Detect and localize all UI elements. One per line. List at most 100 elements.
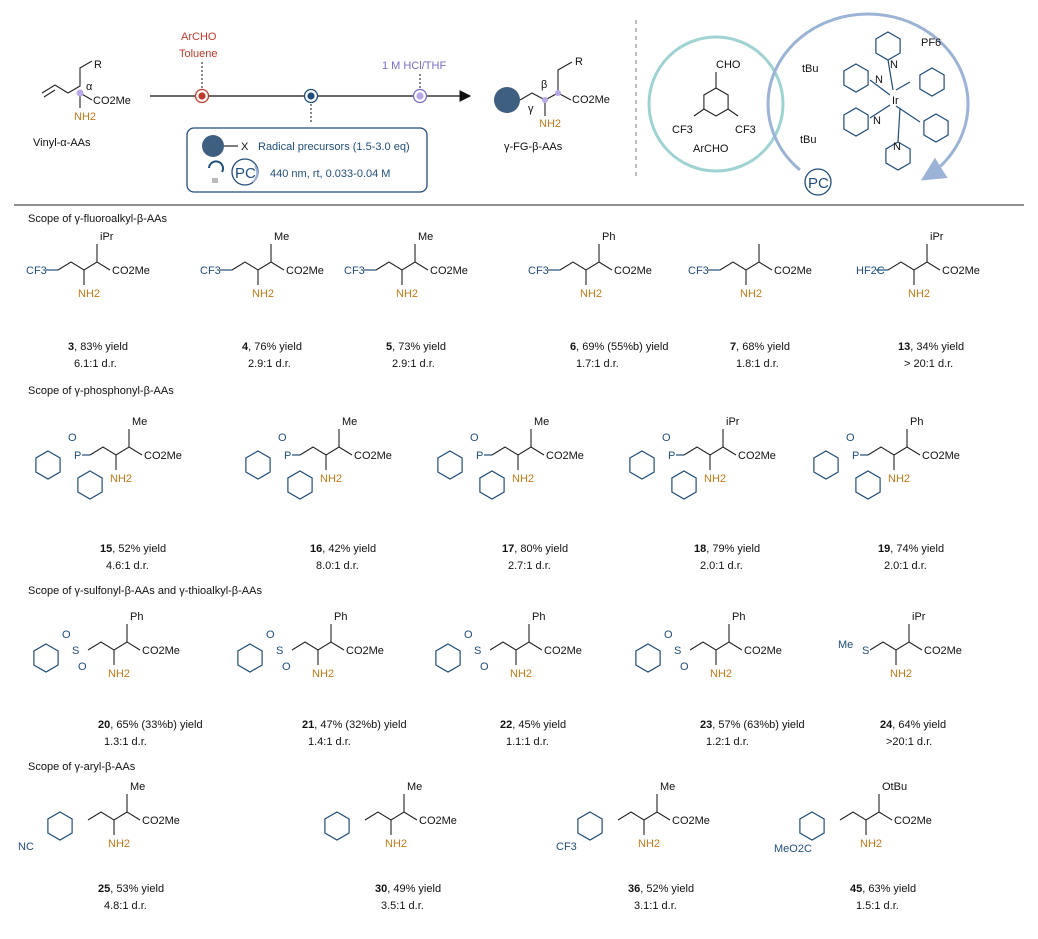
top-substituent: Me bbox=[660, 781, 675, 793]
nh2-label: NH2 bbox=[888, 473, 910, 485]
gamma-label: γ bbox=[528, 103, 534, 115]
compound-dr: 1.3:1 d.r. bbox=[104, 736, 147, 748]
compound-yield: 15, 52% yield bbox=[100, 543, 166, 555]
aryl-ring bbox=[629, 450, 655, 480]
sulfur-atom: S bbox=[474, 645, 481, 657]
top-substituent: Ph bbox=[910, 416, 923, 428]
co2me-label: CO2Me bbox=[738, 450, 776, 462]
top-substituent: Me bbox=[534, 416, 549, 428]
compound-dr: 1.8:1 d.r. bbox=[736, 358, 779, 370]
compound-yield: 5, 73% yield bbox=[386, 341, 446, 353]
co2me-label: CO2Me bbox=[544, 645, 582, 657]
compound-dr: >20:1 d.r. bbox=[886, 736, 932, 748]
pf6-label: PF6 bbox=[921, 37, 941, 49]
compound-dr: 2.0:1 d.r. bbox=[700, 560, 743, 572]
phosphorus-atom: P bbox=[668, 450, 675, 462]
sulfur-atom: S bbox=[862, 645, 869, 657]
compound-dr: 2.9:1 d.r. bbox=[248, 358, 291, 370]
ir-n1: N bbox=[875, 74, 883, 86]
co2me-label: CO2Me bbox=[942, 265, 980, 277]
compound-yield: 4, 76% yield bbox=[242, 341, 302, 353]
aryl-ring bbox=[237, 643, 263, 673]
scope-section: Scope of γ-fluoroalkyl-β-AAsCO2MeNH2iPrC… bbox=[26, 213, 980, 370]
scope-section: Scope of γ-phosphonyl-β-AAsCO2MeNH2MePO1… bbox=[28, 385, 960, 572]
compound-dr: 1.1:1 d.r. bbox=[506, 736, 549, 748]
compound-dr: 2.9:1 d.r. bbox=[392, 358, 435, 370]
pc-label: PC bbox=[235, 165, 256, 182]
co2me-label: CO2Me bbox=[354, 450, 392, 462]
co2me-label: CO2Me bbox=[144, 450, 182, 462]
tbu-bottom: tBu bbox=[800, 134, 817, 146]
aryl-ring bbox=[577, 811, 603, 841]
alpha-dot bbox=[76, 89, 84, 97]
compound-dr: 4.8:1 d.r. bbox=[104, 900, 147, 912]
co2me-label: CO2Me bbox=[924, 645, 962, 657]
co2me-label: CO2Me bbox=[614, 265, 652, 277]
compound-dr: 1.2:1 d.r. bbox=[706, 736, 749, 748]
nh2-label: NH2 bbox=[638, 838, 660, 850]
compound-dr: 6.1:1 d.r. bbox=[74, 358, 117, 370]
compound-yield: 18, 79% yield bbox=[694, 543, 760, 555]
product-r: R bbox=[575, 56, 583, 68]
nh2-label: NH2 bbox=[704, 473, 726, 485]
sulfonyl-oxygen: O bbox=[78, 661, 87, 673]
sulfonyl-oxygen: O bbox=[464, 629, 473, 641]
co2me-label: CO2Me bbox=[346, 645, 384, 657]
archo-cf3-left: CF3 bbox=[672, 124, 693, 136]
nh2-label: NH2 bbox=[510, 668, 532, 680]
aryl-ring bbox=[324, 811, 350, 841]
compound-dr: 4.6:1 d.r. bbox=[106, 560, 149, 572]
top-substituent: Ph bbox=[732, 611, 745, 623]
phosphorus-atom: P bbox=[852, 450, 859, 462]
top-substituent: iPr bbox=[912, 611, 926, 623]
sulfonyl-oxygen: O bbox=[62, 629, 71, 641]
ir-n3: N bbox=[890, 59, 898, 71]
top-substituent: Ph bbox=[130, 611, 143, 623]
top-substituent: Me bbox=[274, 231, 289, 243]
sulfonyl-oxygen: O bbox=[664, 629, 673, 641]
co2me-label: CO2Me bbox=[93, 95, 131, 107]
sulfur-atom: S bbox=[276, 645, 283, 657]
co2me-label: CO2Me bbox=[112, 265, 150, 277]
product-co2me: CO2Me bbox=[572, 94, 610, 106]
compound-yield: 30, 49% yield bbox=[375, 883, 441, 895]
sulfur-atom: S bbox=[72, 645, 79, 657]
archo-cho: CHO bbox=[716, 59, 741, 71]
aryl-ring bbox=[855, 470, 881, 500]
co2me-label: CO2Me bbox=[142, 815, 180, 827]
methyl-group: Me bbox=[838, 639, 853, 651]
aryl-ring bbox=[671, 470, 697, 500]
aryl-ring bbox=[813, 450, 839, 480]
nitrile-group: NC bbox=[18, 841, 34, 853]
product-name: γ-FG-β-AAs bbox=[504, 141, 563, 153]
compound-dr: 2.0:1 d.r. bbox=[884, 560, 927, 572]
compound-dr: 1.5:1 d.r. bbox=[856, 900, 899, 912]
nh2-label: NH2 bbox=[580, 288, 602, 300]
aryl-ring bbox=[435, 643, 461, 673]
phosphorus-atom: P bbox=[476, 450, 483, 462]
ester-group: MeO2C bbox=[774, 843, 812, 855]
reagent-hcl: 1 M HCl/THF bbox=[382, 60, 446, 72]
nh2-label: NH2 bbox=[740, 288, 762, 300]
top-substituent: OtBu bbox=[882, 781, 907, 793]
co2me-label: CO2Me bbox=[286, 265, 324, 277]
compound-yield: 21, 47% (32%b) yield bbox=[302, 719, 407, 731]
catalyst-arc bbox=[766, 12, 970, 181]
top-substituent: Me bbox=[342, 416, 357, 428]
ir-catalyst bbox=[843, 31, 949, 171]
compound-dr: > 20:1 d.r. bbox=[904, 358, 953, 370]
sulfur-atom: S bbox=[674, 645, 681, 657]
co2me-label: CO2Me bbox=[744, 645, 782, 657]
compound-dr: 3.5:1 d.r. bbox=[381, 900, 424, 912]
aryl-ring bbox=[287, 470, 313, 500]
section-title: Scope of γ-aryl-β-AAs bbox=[28, 761, 136, 773]
